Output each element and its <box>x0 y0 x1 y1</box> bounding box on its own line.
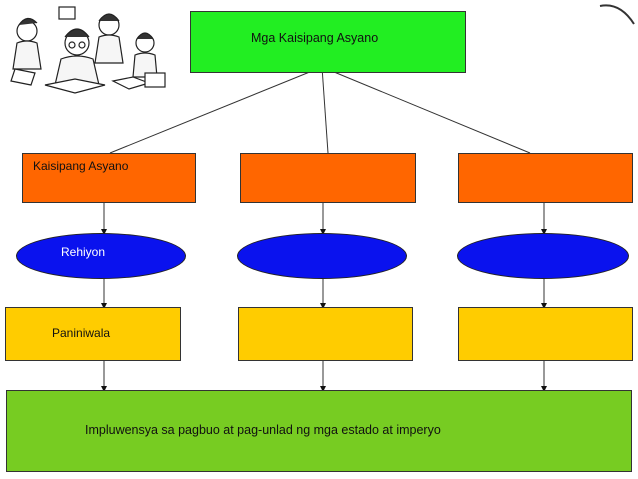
root-node: Mga Kaisipang Asyano <box>190 11 466 73</box>
region-node-3 <box>457 233 629 279</box>
region-label-1: Rehiyon <box>61 245 106 259</box>
root-label: Mga Kaisipang Asyano <box>251 31 379 45</box>
belief-node-3 <box>458 307 633 361</box>
belief-node-2 <box>238 307 413 361</box>
concept-node-3 <box>458 153 633 203</box>
belief-label-1: Paniniwala <box>52 326 111 340</box>
corner-arc-decoration <box>599 4 635 25</box>
region-node-2 <box>237 233 407 279</box>
children-reading-illustration <box>10 6 166 94</box>
result-label: Impluwensya sa pagbuo at pag-unlad ng mg… <box>85 423 441 437</box>
concept-node-2 <box>240 153 416 203</box>
concept-node-1: Kaisipang Asyano <box>22 153 196 203</box>
region-node-1: Rehiyon <box>16 233 186 279</box>
connector-root-to-concept-3 <box>321 66 531 154</box>
belief-node-1: Paniniwala <box>5 307 181 361</box>
connector-root-to-concept-2 <box>321 66 329 154</box>
concept-label-1: Kaisipang Asyano <box>33 159 129 173</box>
connector-root-to-concept-1 <box>109 66 323 154</box>
result-node: Impluwensya sa pagbuo at pag-unlad ng mg… <box>6 390 632 472</box>
